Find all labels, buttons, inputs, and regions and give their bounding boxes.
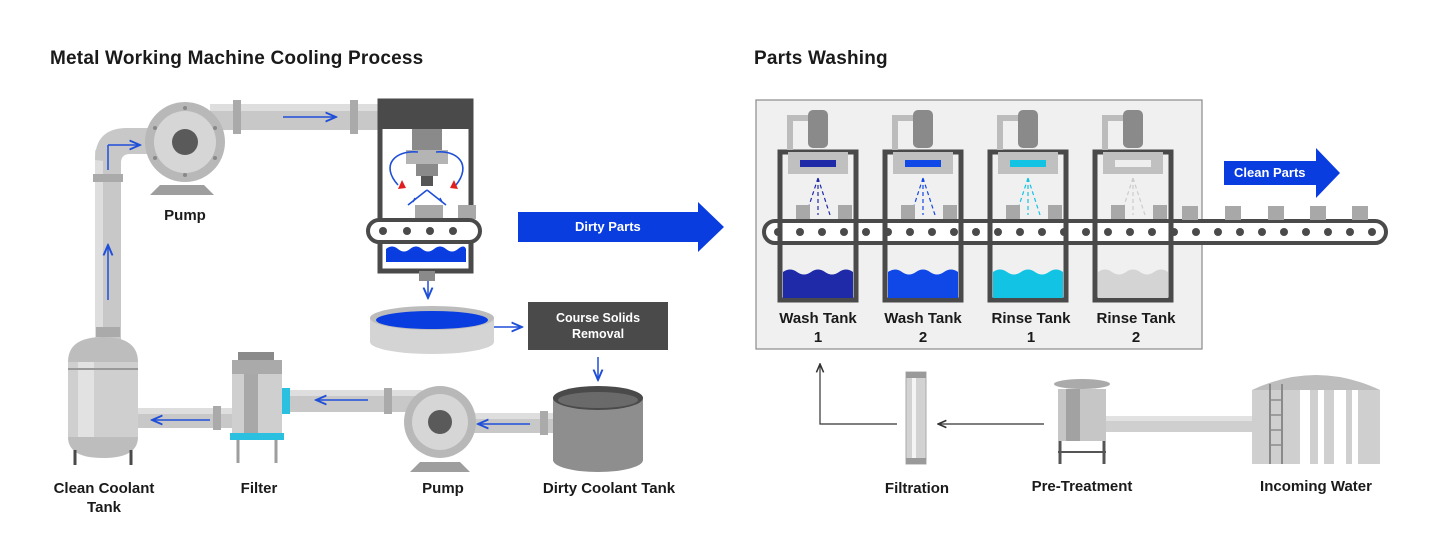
wash-tank-1-graphic: [777, 110, 859, 303]
dirty-coolant-tank-graphic: [553, 386, 643, 472]
label-pre-treatment: Pre-Treatment: [1031, 478, 1133, 495]
title-parts-washing: Parts Washing: [754, 48, 888, 69]
machine-enclosure-graphic: [366, 98, 482, 281]
rinse-tank-2-graphic: [1092, 110, 1174, 303]
water-supply-line: [820, 364, 1222, 424]
label-wash-tank-1: Wash Tank 1: [779, 310, 857, 346]
title-cooling-process: Metal Working Machine Cooling Process: [50, 48, 424, 69]
label-dirty-coolant-tank: Dirty Coolant Tank: [542, 480, 676, 497]
filtration-graphic: [905, 371, 927, 465]
wash-tank-2-graphic: [882, 110, 964, 303]
dirty-parts-arrow: [518, 202, 724, 252]
filter-graphic: [230, 352, 284, 463]
label-clean-coolant-tank: Clean Coolant Tank: [53, 480, 155, 516]
label-dirty-parts: Dirty Parts: [575, 219, 641, 234]
label-wash-tank-2: Wash Tank 2: [884, 310, 962, 346]
label-rinse-tank-1: Rinse Tank 1: [991, 310, 1071, 346]
label-pump-bottom: Pump: [422, 480, 464, 497]
label-course-solids-removal: Course Solids Removal: [555, 311, 641, 341]
incoming-water-tank-graphic: [1252, 375, 1380, 464]
clean-parts-arrow: [1224, 148, 1340, 198]
course-solids-box: [528, 302, 668, 350]
coolant-flow-arrows: [108, 117, 598, 424]
label-clean-parts: Clean Parts: [1234, 165, 1306, 180]
rinse-tank-1-graphic: [987, 110, 1069, 303]
label-incoming-water: Incoming Water: [1260, 478, 1372, 495]
label-filter: Filter: [240, 480, 278, 497]
pump-bottom-graphic: [404, 386, 476, 472]
label-rinse-tank-2: Rinse Tank 2: [1096, 310, 1176, 346]
pre-treatment-graphic: [1054, 379, 1110, 464]
clean-coolant-tank-graphic: [68, 327, 138, 465]
label-pump-top: Pump: [164, 207, 206, 224]
washing-conveyor: [762, 206, 1388, 245]
pump-top-graphic: [145, 102, 225, 195]
collection-basin-graphic: [370, 306, 494, 354]
label-filtration: Filtration: [884, 480, 950, 497]
